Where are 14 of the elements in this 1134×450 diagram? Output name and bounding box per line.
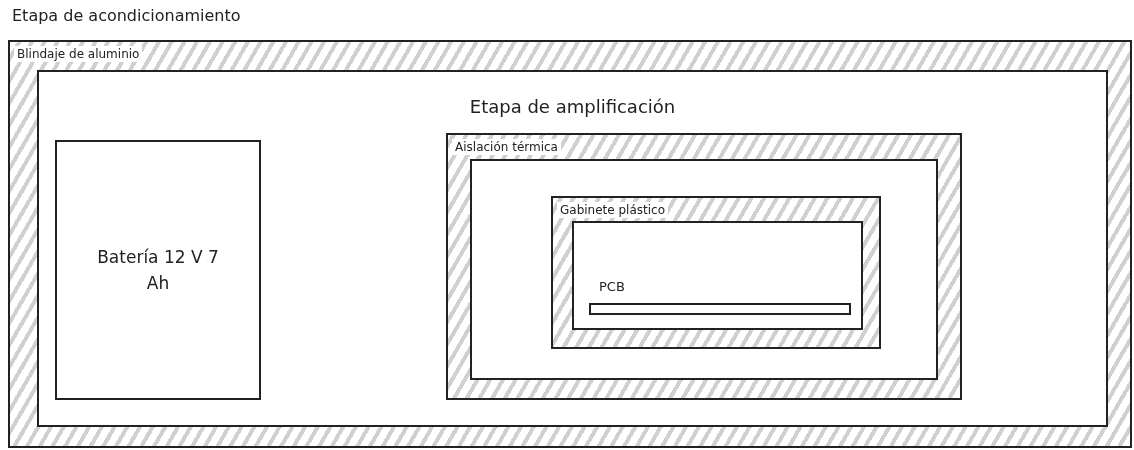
hatched-layer (8, 40, 1132, 448)
enclosure-box (572, 221, 863, 330)
hatched-layer (551, 196, 881, 349)
hatched-layer (446, 133, 962, 400)
layer-label: Gabinete plástico (557, 202, 669, 218)
layer-label: Blindaje de aluminio (14, 46, 143, 62)
layer-label: Aislación térmica (452, 139, 561, 155)
board-label: PCB (599, 279, 625, 294)
stage-label: Etapa de amplificación (468, 96, 677, 117)
title: Etapa de acondicionamiento (12, 6, 241, 25)
component-label: Batería 12 V 7 Ah (96, 246, 220, 295)
enclosure-box (470, 159, 938, 380)
enclosure-box (37, 70, 1108, 427)
enclosure-box (55, 140, 261, 400)
